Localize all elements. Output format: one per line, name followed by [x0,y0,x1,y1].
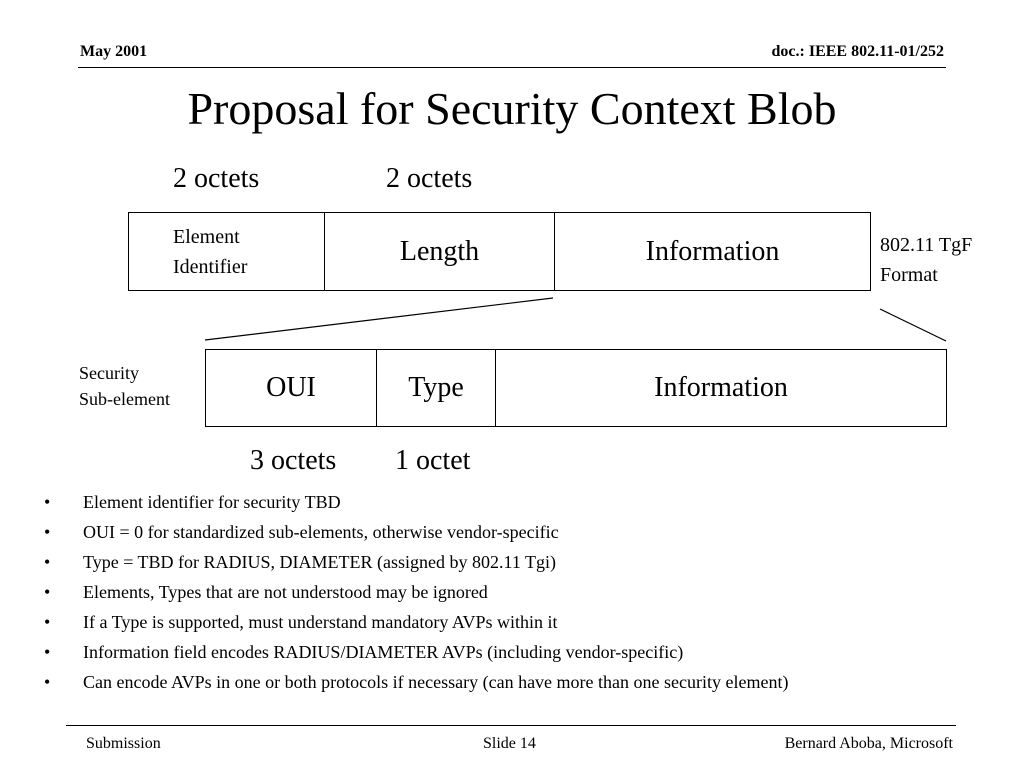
element-identifier-text: Element Identifier [129,222,247,282]
tgf-format-line2: Format [880,264,938,286]
bullet-list: • Element identifier for security TBD • OU… [44,491,944,701]
bullet-dot: • [44,492,51,512]
bullet-item: • Elements, Types that are not understood… [44,581,944,603]
bullet-dot: • [44,612,51,632]
bullet-text: Information field encodes RADIUS/DIAMETE… [83,642,684,662]
security-subelement-line1: Security [79,363,139,383]
bullet-dot: • [44,672,51,692]
bullet-text: Element identifier for security TBD [83,492,341,512]
tgf-format-label: 802.11 TgF Format [880,230,972,290]
information-field: Information [554,212,871,291]
footer-author: Bernard Aboba, Microsoft [784,735,953,752]
tgf-format-line1: 802.11 TgF [880,234,973,256]
bullet-text: OUI = 0 for standardized sub-elements, o… [83,522,559,542]
header-date: May 2001 [80,43,148,60]
footer-slide-number: Slide 14 [483,735,536,752]
bullet-item: • Element identifier for security TBD [44,491,944,513]
header-rule [78,67,946,68]
element-identifier-line1: Element [173,225,240,248]
oui-octets-label: 3 octets [250,445,337,476]
bullet-item: • If a Type is supported, must understand… [44,611,944,633]
type-field-label: Type [408,372,464,403]
header-doc-id: doc.: IEEE 802.11-01/252 [771,43,944,60]
bullet-dot: • [44,552,51,572]
length-field-label: Length [399,235,480,267]
oui-field-label: OUI [266,372,316,403]
bullet-item: • Can encode AVPs in one or both protocol… [44,671,913,693]
bullet-text: Can encode AVPs in one or both protocols… [83,672,789,692]
footer-rule [66,725,956,726]
element-identifier-line2: Identifier [173,255,248,278]
expansion-line-right [879,308,947,342]
bullet-text: If a Type is supported, must understand … [83,612,558,632]
bullet-item: • Type = TBD for RADIUS, DIAMETER (assign… [44,551,944,573]
subelement-information-label: Information [654,372,788,403]
expansion-line-left [204,297,554,341]
bullet-dot: • [44,582,51,602]
element-id-octets-label: 2 octets [173,163,260,194]
security-subelement-line2: Sub-element [79,389,170,409]
bullet-dot: • [44,522,51,542]
bullet-item: • OUI = 0 for standardized sub-elements, … [44,521,944,543]
bullet-item: • Information field encodes RADIUS/DIAMET… [44,641,944,663]
type-octets-label: 1 octet [395,445,471,476]
bullet-dot: • [44,642,51,662]
slide-title: Proposal for Security Context Blob [187,83,837,134]
type-field: Type [376,349,496,427]
bullet-text: Elements, Types that are not understood … [83,582,488,602]
length-field: Length [324,212,555,291]
footer-submission: Submission [86,735,161,752]
subelement-information-field: Information [495,349,947,427]
bullet-text: Type = TBD for RADIUS, DIAMETER (assigne… [83,552,557,572]
oui-field: OUI [205,349,377,427]
information-field-label: Information [645,235,780,267]
length-octets-label: 2 octets [386,163,473,194]
element-identifier-field: Element Identifier [128,212,325,291]
security-subelement-label: Security Sub-element [79,360,170,412]
